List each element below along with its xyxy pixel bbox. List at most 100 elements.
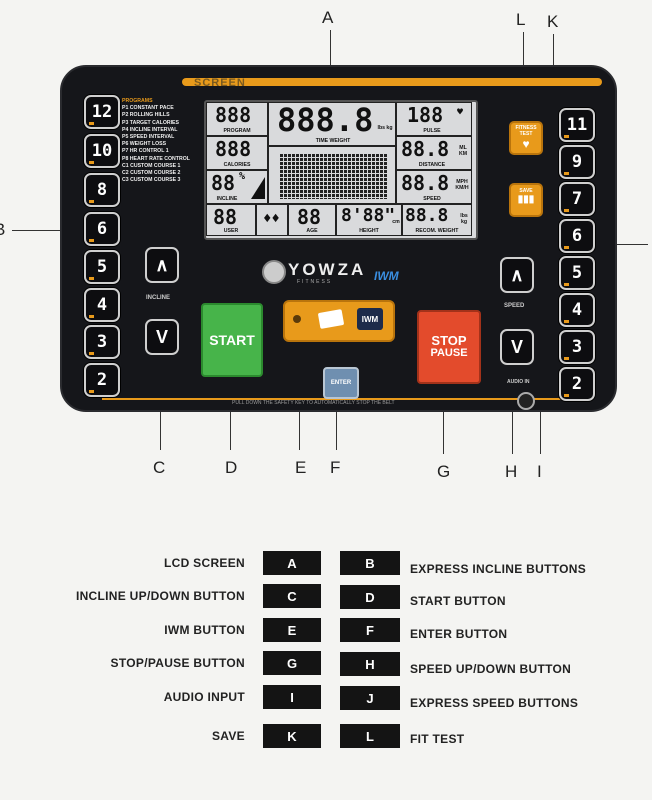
- lcd-distance-cell: 88.8 ML KM DISTANCE: [396, 136, 472, 170]
- legend-key-l: L: [340, 724, 400, 748]
- legend-label-left: INCLINE UP/DOWN BUTTON: [75, 589, 245, 603]
- brand-sub: FITNESS: [297, 279, 333, 285]
- audio-input-label: AUDIO IN: [507, 379, 530, 385]
- program-list: PROGRAMS P1 CONSTANT PACE P2 ROLLING HIL…: [122, 98, 214, 184]
- incline-express-button-8[interactable]: 8: [84, 173, 120, 207]
- program-list-item: P6 WEIGHT LOSS: [122, 141, 167, 148]
- program-list-item: P4 INCLINE INTERVAL: [122, 126, 178, 133]
- enter-button[interactable]: ENTER: [323, 367, 359, 399]
- callout-b: B: [0, 220, 5, 240]
- leader-line-f: [336, 398, 337, 450]
- speed-express-button-3[interactable]: 3: [559, 330, 595, 364]
- legend-key-e: E: [263, 618, 321, 642]
- speed-express-button-11[interactable]: 11: [559, 108, 595, 142]
- bottom-accent-line: [102, 398, 572, 400]
- speed-express-button-9[interactable]: 9: [559, 145, 595, 179]
- gender-icon: ♦♦: [263, 211, 280, 227]
- heart-icon: ♥: [522, 137, 530, 151]
- speed-express-button-7[interactable]: 7: [559, 182, 595, 216]
- legend-key-j: J: [340, 686, 400, 710]
- stop-pause-button[interactable]: STOP PAUSE: [417, 310, 481, 384]
- pause-label: PAUSE: [430, 347, 468, 359]
- lcd-program-digits: 888: [215, 103, 252, 127]
- lcd-height-cell: 8'88" cm HEIGHT: [336, 204, 402, 236]
- brand-name: YOWZA: [288, 260, 367, 279]
- top-accent-bar: [182, 78, 602, 86]
- speed-down-button[interactable]: V: [500, 329, 534, 365]
- incline-down-button[interactable]: V: [145, 319, 179, 355]
- audio-input-jack[interactable]: [517, 392, 535, 410]
- program-list-item: PROGRAMS: [122, 98, 153, 104]
- lcd-incline-unit: %: [239, 171, 246, 182]
- stop-label: STOP: [431, 333, 467, 348]
- speed-express-button-5[interactable]: 5: [559, 256, 595, 290]
- speed-express-button-6[interactable]: 6: [559, 219, 595, 253]
- callout-d: D: [225, 458, 238, 477]
- incline-express-button-12[interactable]: 12: [84, 95, 120, 129]
- lcd-program-label: PROGRAM: [223, 128, 251, 134]
- speed-express-button-2[interactable]: 2: [559, 367, 595, 401]
- lcd-speed-digits: 88.8: [401, 171, 450, 195]
- fit-test-button[interactable]: FITNESS TEST ♥: [509, 121, 543, 155]
- tablet-icon: [317, 309, 345, 329]
- save-button[interactable]: SAVE ▮▮▮: [509, 183, 543, 217]
- callout-i: I: [537, 462, 542, 481]
- lcd-incline-label: INCLINE: [216, 196, 238, 202]
- legend-key-f: F: [340, 618, 400, 642]
- start-button[interactable]: START: [201, 303, 263, 377]
- speed-express-button-4[interactable]: 4: [559, 293, 595, 327]
- legend-key-a: A: [263, 551, 321, 575]
- incline-up-button[interactable]: ∧: [145, 247, 179, 283]
- lcd-speed-cell: 88.8 MPH KM/H SPEED: [396, 170, 472, 204]
- lcd-pulse-label: PULSE: [423, 128, 441, 134]
- leader-line-d: [230, 380, 231, 450]
- callout-k: K: [547, 12, 559, 31]
- incline-express-button-10[interactable]: 10: [84, 134, 120, 168]
- lcd-age-label: AGE: [306, 228, 318, 234]
- incline-express-button-3[interactable]: 3: [84, 325, 120, 359]
- callout-g: G: [437, 462, 451, 481]
- legend-key-g: G: [263, 651, 321, 675]
- incline-express-button-4[interactable]: 4: [84, 288, 120, 322]
- legend-label-left: IWM BUTTON: [164, 623, 245, 637]
- lcd-time-label: TIME WEIGHT: [315, 138, 351, 144]
- program-list-item: P8 HEART RATE CONTROL: [122, 155, 190, 162]
- bar-chart-icon: ▮▮▮: [517, 194, 535, 205]
- incline-express-button-6[interactable]: 6: [84, 212, 120, 246]
- lcd-screen: 888 PROGRAM 888.8 lbs kg TIME WEIGHT 188…: [204, 100, 478, 240]
- program-list-item: C3 CUSTOM COURSE 3: [122, 177, 181, 184]
- lcd-time-digits: 888.8: [277, 101, 374, 139]
- lcd-height-label: HEIGHT: [359, 228, 379, 234]
- callout-e: E: [295, 458, 307, 477]
- incline-express-button-5[interactable]: 5: [84, 250, 120, 284]
- lcd-user-digits: 88: [213, 205, 238, 229]
- lcd-age-digits: 88: [297, 205, 322, 229]
- leader-line-g: [443, 380, 444, 454]
- legend-label-right: EXPRESS SPEED BUTTONS: [410, 696, 579, 710]
- incline-express-button-2[interactable]: 2: [84, 363, 120, 397]
- lcd-distance-unit: ML KM: [458, 145, 468, 157]
- callout-l: L: [516, 10, 526, 29]
- legend-label-right: SPEED UP/DOWN BUTTON: [410, 662, 572, 676]
- lcd-height-unit: cm: [392, 219, 400, 225]
- legend-key-k: K: [263, 724, 321, 748]
- legend-label-left: LCD SCREEN: [163, 556, 245, 570]
- screen-title: SCREEN: [194, 77, 246, 89]
- legend-key-c: C: [263, 584, 321, 608]
- iwm-button-label: IWM: [357, 308, 383, 330]
- lcd-incline-digits: 88: [211, 171, 236, 195]
- lcd-user-label: USER: [223, 228, 239, 234]
- iwm-button[interactable]: IWM: [283, 300, 395, 342]
- treadmill-console: SCREEN PROGRAMS P1 CONSTANT PACE P2 ROLL…: [60, 65, 617, 412]
- callout-h: H: [505, 462, 518, 481]
- legend-key-d: D: [340, 585, 400, 609]
- program-list-item: P2 ROLLING HILLS: [122, 112, 170, 119]
- speed-up-button[interactable]: ∧: [500, 257, 534, 293]
- program-list-item: P3 TARGET CALORIES: [122, 119, 179, 126]
- heart-icon: ♥: [457, 107, 464, 118]
- callout-f: F: [330, 458, 341, 477]
- lcd-calories-cell: 888 CALORIES: [206, 136, 268, 170]
- callout-a: A: [322, 8, 334, 27]
- lcd-gender-cell: ♦♦: [256, 204, 288, 236]
- lcd-height-digits: 8'88": [341, 205, 396, 226]
